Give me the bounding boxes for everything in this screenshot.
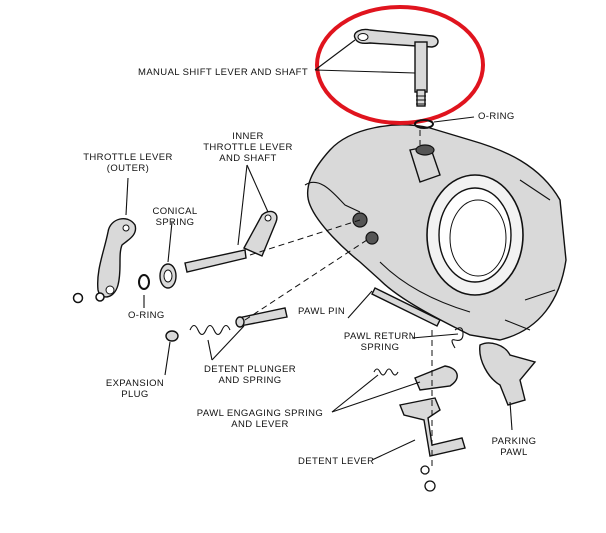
label-inner-throttle-line2: THROTTLE LEVER <box>203 142 293 153</box>
o-ring-top-part <box>414 119 434 129</box>
label-detent-lever: DETENT LEVER <box>298 456 375 467</box>
detent-plunger-spring-parts <box>165 307 288 342</box>
label-parking-pawl: PARKING PAWL <box>484 436 544 458</box>
pawl-engaging-parts <box>373 365 458 391</box>
label-o-ring-top: O-RING <box>478 111 515 122</box>
label-inner-throttle-line1: INNER <box>232 131 264 142</box>
label-conical-line2: SPRING <box>155 217 195 228</box>
conical-spring-part <box>159 263 177 289</box>
transmission-housing <box>304 124 567 341</box>
label-pawl-engaging: PAWL ENGAGING SPRING AND LEVER <box>190 408 330 430</box>
label-detent-plunger-line1: DETENT PLUNGER <box>204 364 296 375</box>
label-detent-plunger-line2: AND SPRING <box>218 375 282 386</box>
label-expansion-plug: EXPANSION PLUG <box>100 378 170 400</box>
inner-throttle-lever-part <box>184 210 278 273</box>
label-throttle-outer: THROTTLE LEVER (OUTER) <box>78 152 178 174</box>
label-pawl-engaging-line1: PAWL ENGAGING SPRING <box>196 408 324 419</box>
label-parking-line1: PARKING <box>491 436 537 447</box>
label-throttle-outer-line2: (OUTER) <box>106 163 150 174</box>
small-washers <box>72 274 150 304</box>
label-o-ring-left: O-RING <box>128 310 165 321</box>
manual-shift-lever-shaft <box>353 28 439 107</box>
label-inner-throttle-line3: AND SHAFT <box>219 153 277 164</box>
label-parking-line2: PAWL <box>500 447 528 458</box>
pawl-pin-part <box>371 287 441 327</box>
label-throttle-outer-line1: THROTTLE LEVER <box>83 152 173 163</box>
label-pawl-return-line1: PAWL RETURN <box>343 331 417 342</box>
leader-lines <box>125 39 513 461</box>
label-pawl-engaging-line2: AND LEVER <box>231 419 289 430</box>
parking-pawl-part <box>479 342 537 406</box>
label-inner-throttle: INNER THROTTLE LEVER AND SHAFT <box>198 131 298 164</box>
label-expansion-line2: PLUG <box>121 389 149 400</box>
label-detent-plunger: DETENT PLUNGER AND SPRING <box>200 364 300 386</box>
label-conical-line1: CONICAL <box>152 206 198 217</box>
label-pawl-return-line2: SPRING <box>360 342 400 353</box>
label-pawl-pin: PAWL PIN <box>298 306 346 317</box>
outer-throttle-lever-part <box>96 217 137 298</box>
label-manual-shift-lever: MANUAL SHIFT LEVER AND SHAFT <box>138 67 309 78</box>
label-pawl-return-spring: PAWL RETURN SPRING <box>340 331 420 353</box>
label-conical-spring: CONICAL SPRING <box>145 206 205 228</box>
detent-lever-part <box>399 397 466 492</box>
label-expansion-line1: EXPANSION <box>105 378 165 389</box>
alignment-lines <box>244 130 433 470</box>
pawl-return-spring-part <box>451 327 464 349</box>
highlight-circle <box>315 5 485 125</box>
